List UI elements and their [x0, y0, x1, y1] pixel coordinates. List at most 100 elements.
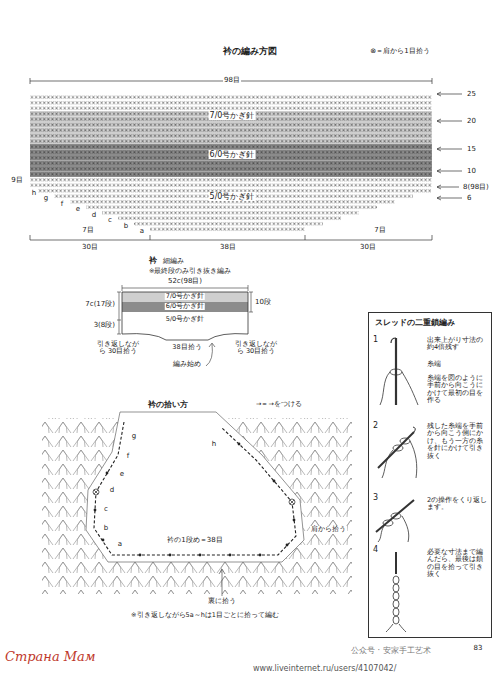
start-arrow: [206, 343, 215, 366]
label: 引き返しながら 30目拾う: [93, 341, 143, 356]
stitch-row: [118, 216, 341, 222]
label: 6/0号かぎ針: [165, 303, 205, 310]
stitch-row: [30, 172, 432, 178]
label: 7目: [81, 226, 94, 234]
chart-row: [30, 95, 432, 101]
label: 公众号 · 安家手工艺术: [350, 646, 432, 655]
label: 衿の編み方図: [222, 46, 278, 56]
step-text: 必要な寸法まで編んだら、最後は鎖の目を拾って引き抜く: [427, 549, 489, 579]
label: e: [75, 205, 81, 213]
label: 衿の1段め＝38目: [166, 536, 223, 544]
leader-arrow: [219, 569, 225, 596]
stitch-row: [30, 183, 432, 189]
label: 98目: [223, 76, 241, 84]
chart-row: [102, 210, 359, 216]
dimension-line: [249, 292, 253, 312]
step-text: 残した糸端を手前から向こう側にかけ、もう一方の糸を針にかけて引き抜く: [427, 423, 489, 460]
step-text: 糸端: [427, 361, 489, 368]
label: h: [31, 189, 37, 197]
stitch-row: [30, 133, 432, 139]
yarn-loop: [391, 513, 401, 519]
stitch-row: [30, 161, 432, 167]
chart-row: [30, 161, 432, 167]
step-text: 3: [373, 493, 378, 502]
stitch-chart: [30, 95, 432, 233]
label: 8(98目): [462, 183, 490, 191]
label: 10: [466, 167, 477, 175]
label: b: [123, 222, 129, 230]
chart-row: [30, 183, 432, 189]
stitch-row: [30, 166, 432, 172]
label: c: [103, 505, 109, 513]
stitch-row: [86, 205, 377, 211]
label: 15: [466, 145, 477, 153]
label: b: [103, 524, 109, 532]
step-text: 4: [373, 545, 378, 554]
stitch-row: [30, 95, 432, 101]
collar-outline: [122, 292, 248, 340]
neck-opening: [86, 412, 304, 562]
label: 30目: [359, 243, 377, 251]
label: 38目: [219, 243, 237, 251]
row-arrow: [437, 196, 462, 200]
label: 編み始め: [172, 361, 202, 368]
chart-row: [30, 177, 432, 183]
pickup-diagram: [42, 412, 352, 596]
stitch-row: [134, 221, 323, 227]
yarn-loop: [400, 438, 410, 444]
chart-row: [30, 139, 432, 145]
chart-row: [118, 216, 341, 222]
row-arrow: [437, 92, 462, 96]
chart-row: [30, 172, 432, 178]
label: 7目: [373, 226, 386, 234]
dimension-line: [122, 285, 248, 291]
label: g: [131, 432, 137, 440]
chart-row: [30, 133, 432, 139]
label: ※引き返しながら5a～hは1目ごとに拾って編む: [130, 612, 280, 619]
stitch-row: [30, 177, 432, 183]
stitch-row: [30, 128, 432, 134]
hook: [413, 427, 415, 432]
pickup-line: [94, 422, 296, 555]
label: f: [60, 200, 64, 208]
hook: [395, 338, 397, 405]
label: c: [107, 216, 113, 224]
band: [122, 302, 248, 312]
step-text: 出来上がり寸法の約4倍残す: [427, 337, 489, 352]
label: 30目: [81, 243, 99, 251]
label: f: [126, 452, 130, 460]
label: d: [109, 486, 115, 494]
label: 7/0号かぎ針: [165, 293, 205, 300]
label: 10段: [254, 298, 272, 306]
label: 衿の拾い方: [147, 400, 189, 409]
label: 5/0号かぎ針: [165, 316, 205, 323]
chart-row: [86, 205, 377, 211]
label: 6: [466, 194, 472, 202]
label: 9目: [10, 176, 23, 184]
stitch-row: [30, 100, 432, 106]
stitch-row: [30, 144, 432, 150]
yarn-loop: [393, 445, 403, 451]
chart-leaders: [30, 78, 462, 240]
chart-row: [134, 221, 323, 227]
dimension-line: [117, 292, 121, 334]
label: 3(8段): [93, 321, 116, 329]
row-arrow: [437, 169, 462, 173]
yarn: [382, 441, 417, 478]
label: 38目拾う: [171, 344, 202, 351]
label: 引き返しながら 30目拾う: [231, 341, 281, 356]
chart-row: [30, 166, 432, 172]
label: 肩から拾う: [310, 526, 347, 533]
yarn: [378, 516, 409, 542]
label: h: [211, 440, 217, 448]
hook: [391, 338, 396, 343]
label: 7/0号かぎ針: [209, 111, 256, 120]
hook: [395, 552, 397, 574]
hook: [376, 500, 414, 532]
label: ⊗＝肩から1目拾う: [369, 47, 430, 55]
step-text: 2の操作をくり返します。: [427, 497, 489, 512]
chart-row: [30, 122, 432, 128]
label: 5/0号かぎ針: [209, 192, 256, 201]
